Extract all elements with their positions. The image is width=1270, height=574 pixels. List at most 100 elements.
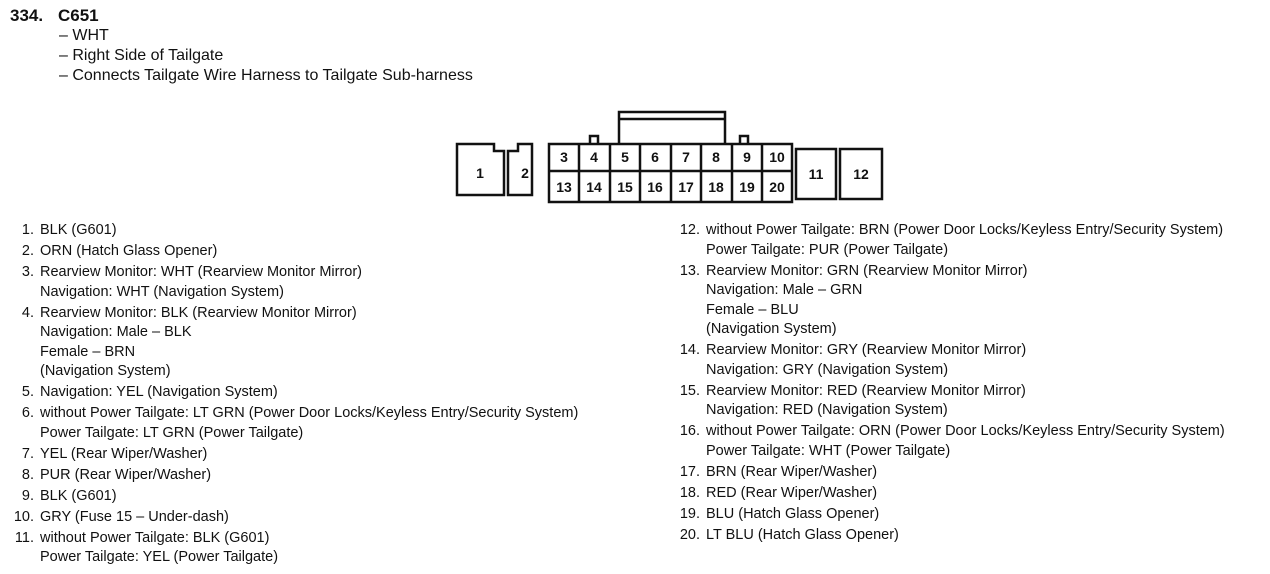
pin-entry: 17. BRN (Rear Wiper/Washer) [676,463,1225,483]
pin-description-line: Female – BRN [40,343,136,360]
connector-notes: – WHT – Right Side of Tailgate – Connect… [10,26,473,86]
pin-number: 4. [21,304,34,321]
pin-description-line: (Navigation System) [706,321,837,337]
pin-entry: 3. Rearview Monitor: WHT (Rearview Monito… [10,263,578,302]
connector-location-note: – Right Side of Tailgate [59,47,224,64]
pin-number: 20. [679,526,700,543]
cavity-2-outline [506,142,534,197]
pin-entry: 12.without Power Tailgate: BRN (Power Do… [676,221,1225,260]
pin-number: 15. [679,382,700,399]
pin-entry: 16. without Power Tailgate: ORN (Power Do… [676,422,1225,461]
key-nub-left [588,134,600,144]
pin-description-line: (Navigation System) [40,363,171,379]
pin-entry: 4. Rearview Monitor: BLK (Rearview Monito… [10,304,578,382]
pin-entry: 5. Navigation: YEL (Navigation System) [10,383,578,403]
pin-description-line: Navigation: Male – GRN [706,282,863,298]
pin-description-line: ORN (Hatch Glass Opener) [40,243,218,259]
pin-description-line: Female – BLU [706,301,799,318]
pin-number: 19. [679,505,700,522]
pin-description-line: Rearview Monitor: BLK (Rearview Monitor … [40,304,357,321]
pin-entry: 14. Rearview Monitor: GRY (Rearview Monit… [676,341,1225,380]
pin-description-line: Navigation: GRY (Navigation System) [706,361,949,378]
pin-number: 17. [679,463,700,480]
pin-description-line: Rearview Monitor: WHT (Rearview Monitor … [40,264,363,280]
pin-entry: 7. YEL (Rear Wiper/Washer) [10,445,578,465]
cavity-label-15: 15 [617,179,633,195]
pin-number: 8. [21,466,34,483]
pin-description-line: BLK (G601) [40,487,117,504]
pin-entry: 9. BLK (G601) [10,487,578,507]
connector-outline [455,110,884,204]
cavity-12-outline [838,147,884,201]
connector-header: 334. C651 – WHT – Right Side of Tailgate… [10,6,473,86]
cavity-label-10: 10 [769,149,785,165]
pin-description-line: Power Tailgate: PUR (Power Tailgate) [706,241,949,258]
pin-entry: 2.ORN (Hatch Glass Opener) [10,242,578,262]
cavity-label-4: 4 [590,149,598,165]
pin-entry: 18. RED (Rear Wiper/Washer) [676,484,1225,504]
key-nub-right [738,134,750,144]
pin-description-line: RED (Rear Wiper/Washer) [706,484,878,501]
pin-entry: 13. Rearview Monitor: GRN (Rearview Monit… [676,262,1225,340]
cavity-label-16: 16 [647,179,663,195]
cavity-label-12: 12 [853,166,869,182]
pin-number: 12. [679,222,700,238]
connector-description-note: – Connects Tailgate Wire Harness to Tail… [59,67,473,84]
cavity-label-17: 17 [678,179,694,195]
cavity-label-1: 1 [476,165,484,181]
pin-list-right: 12.without Power Tailgate: BRN (Power Do… [676,221,1225,547]
pin-description-line: Power Tailgate: LT GRN (Power Tailgate) [40,424,304,441]
pin-number: 18. [679,484,700,501]
cavity-label-9: 9 [743,149,751,165]
pin-number: 9. [21,487,34,504]
pin-description-line: Navigation: RED (Navigation System) [706,402,948,418]
cavity-label-3: 3 [560,149,568,165]
pin-description-line: Rearview Monitor: GRN (Rearview Monitor … [706,262,1028,279]
pin-entry: 15. Rearview Monitor: RED (Rearview Monit… [676,382,1225,421]
pin-description-line: Navigation: YEL (Navigation System) [40,384,278,400]
cavity-label-19: 19 [739,179,755,195]
pin-description-line: BRN (Rear Wiper/Washer) [706,463,878,480]
pin-description-line: Rearview Monitor: GRY (Rearview Monitor … [706,342,1027,358]
pin-number: 7. [21,445,34,462]
pin-description-line: Power Tailgate: YEL (Power Tailgate) [40,549,279,565]
pin-description-line: without Power Tailgate: LT GRN (Power Do… [40,405,579,421]
pin-entry: 10. GRY (Fuse 15 – Under-dash) [10,508,578,528]
pin-number: 13. [679,262,700,279]
connector-number: 334. [10,6,44,25]
pin-number: 5. [21,384,34,400]
cavity-label-5: 5 [621,149,629,165]
cavity-label-20: 20 [769,179,785,195]
pin-description-line: Navigation: WHT (Navigation System) [40,283,284,300]
cavity-label-11: 11 [808,166,824,182]
pin-number: 16. [679,423,700,439]
pin-description-line: PUR (Rear Wiper/Washer) [40,466,212,483]
pin-list-left: 1.BLK (G601)2.ORN (Hatch Glass Opener)3.… [10,221,578,569]
cavity-label-6: 6 [651,149,659,165]
pin-description-line: without Power Tailgate: BLK (G601) [40,529,270,546]
pin-number: 3. [21,264,34,280]
pin-number: 6. [21,405,34,421]
pin-description-line: without Power Tailgate: ORN (Power Door … [706,423,1225,439]
pin-description-line: GRY (Fuse 15 – Under-dash) [40,508,229,525]
pin-description-line: YEL (Rear Wiper/Washer) [40,445,208,462]
pin-number: 14. [679,342,700,358]
pin-number: 10. [13,508,34,525]
cavity-label-14: 14 [586,179,602,195]
pin-description-line: BLU (Hatch Glass Opener) [706,505,880,522]
lock-tab-top [617,110,727,144]
cavity-1-outline [455,142,506,197]
connector-name: C651 [58,6,99,25]
pin-number: 1. [21,222,34,238]
pin-description-line: Rearview Monitor: RED (Rearview Monitor … [706,382,1026,399]
pin-description-line: Navigation: Male – BLK [40,324,192,340]
pin-description-line: LT BLU (Hatch Glass Opener) [706,526,899,543]
pin-entry: 1.BLK (G601) [10,221,578,241]
cavity-label-8: 8 [712,149,720,165]
connector-color-note: – WHT [59,27,109,44]
connector-face-diagram: 1 2 3 4 5 6 7 8 9 10 11 12 13 14 15 16 1… [452,104,892,208]
center-cavity-dividers [577,144,764,202]
pin-entry: 20. LT BLU (Hatch Glass Opener) [676,526,1225,546]
cavity-label-2: 2 [521,165,529,181]
cavity-label-13: 13 [556,179,572,195]
